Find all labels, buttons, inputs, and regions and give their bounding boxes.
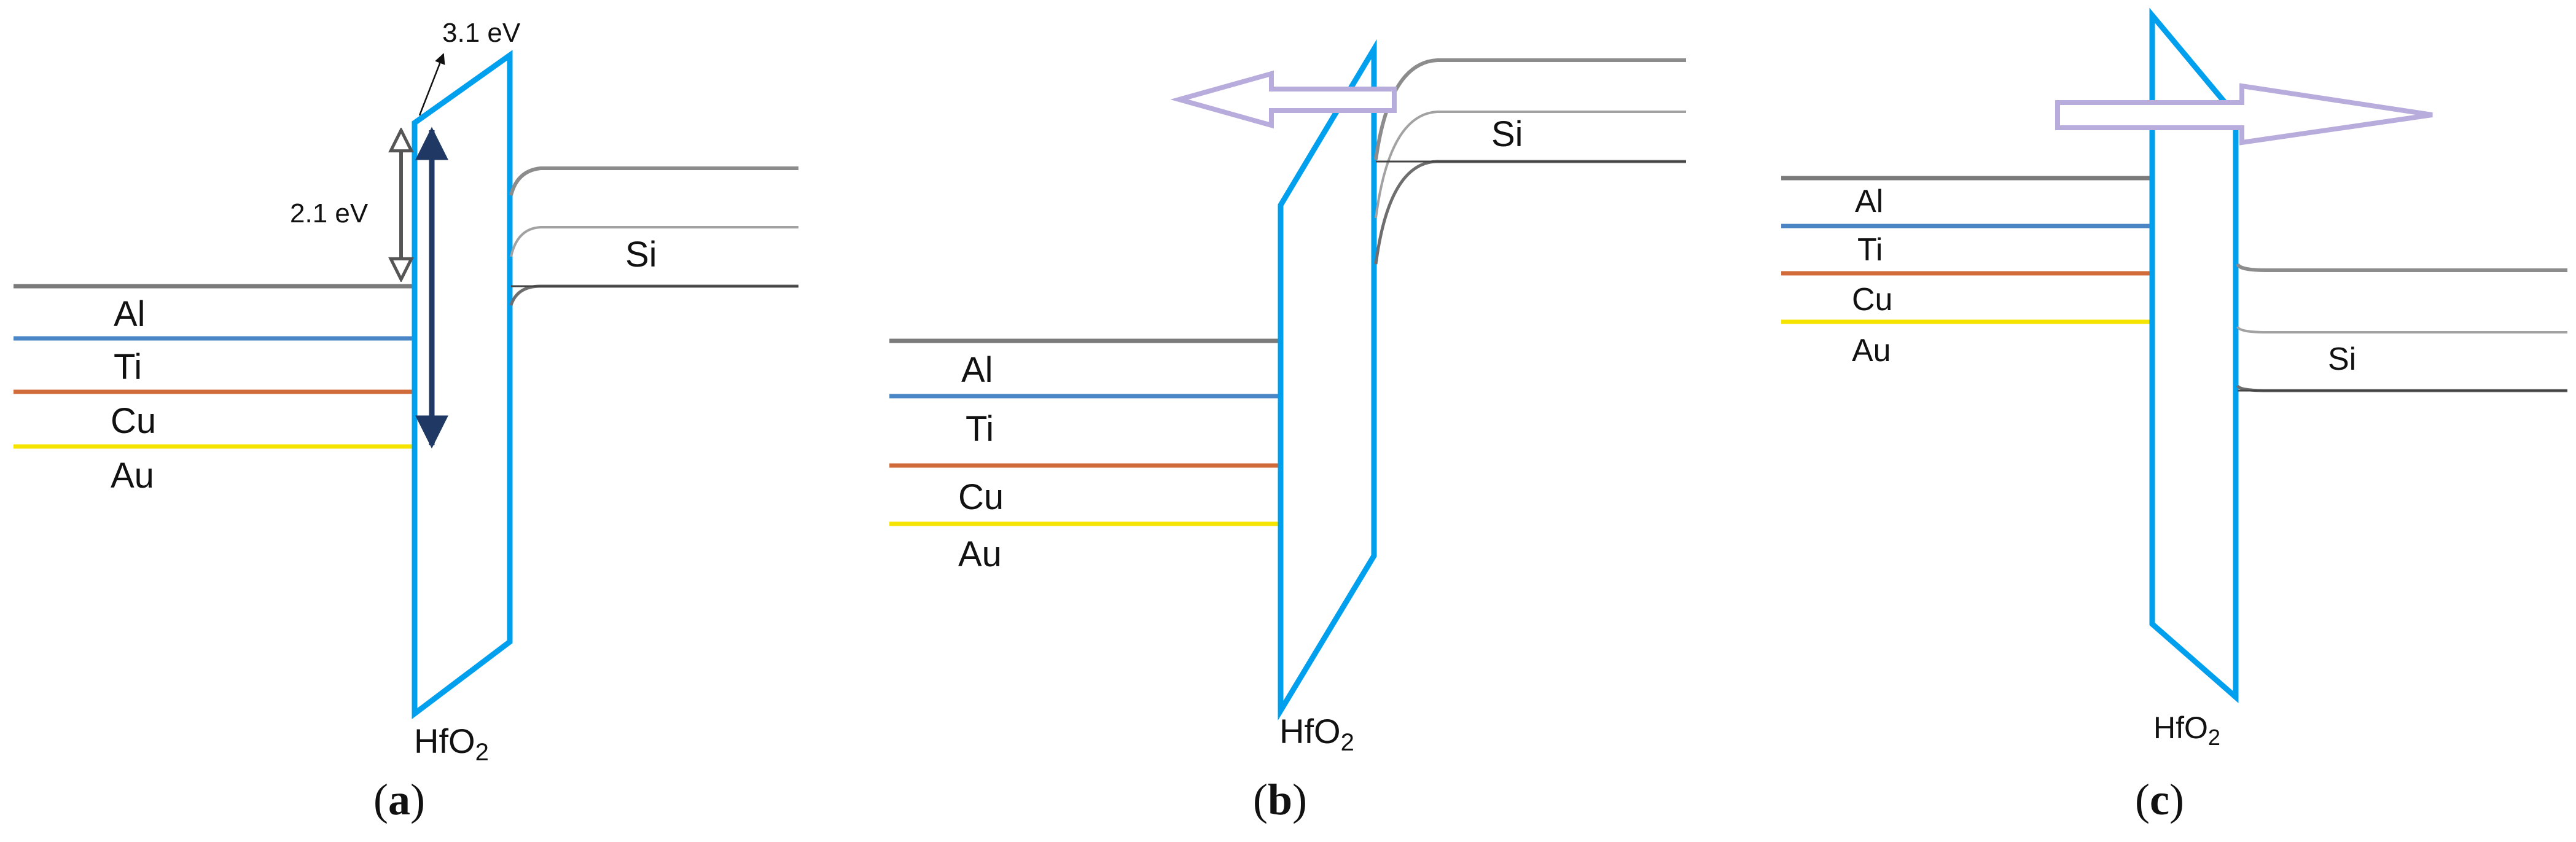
electron-flow-arrow-right xyxy=(2055,83,2433,146)
metal-label-au: Au xyxy=(1852,333,1891,368)
caption-letter: b xyxy=(1268,775,1292,824)
panel-caption-b: (b) xyxy=(1253,775,1307,824)
caption-close-paren: ) xyxy=(2169,775,2184,824)
caption-close-paren: ) xyxy=(1292,775,1307,824)
metal-label-al: Al xyxy=(1855,184,1883,219)
oxide-barrier xyxy=(412,50,513,720)
metal-label-ti: Ti xyxy=(1857,232,1883,268)
barrier-pointer-arrow xyxy=(418,53,445,116)
caption-open-paren: ( xyxy=(1253,775,1268,824)
si-band-top xyxy=(509,166,798,196)
band-offset-label: 2.1 eV xyxy=(290,198,369,228)
metal-label-ti: Ti xyxy=(114,347,142,387)
oxide-label: HfO2 xyxy=(414,722,489,766)
metal-label-au: Au xyxy=(111,456,154,496)
caption-close-paren: ) xyxy=(410,775,425,824)
oxide-label-main: HfO xyxy=(2153,711,2208,745)
metal-label-cu: Cu xyxy=(958,477,1004,517)
si-band-middle xyxy=(1375,111,1686,219)
si-band-bottom xyxy=(1374,160,1686,265)
si-label: Si xyxy=(625,235,657,275)
si-band-top xyxy=(1374,58,1686,160)
si-label: Si xyxy=(1491,114,1523,154)
oxide-label-main: HfO xyxy=(1279,712,1341,750)
metal-label-al: Al xyxy=(961,350,993,390)
panel-b: Al Ti Cu Au Si HfO2 (b) xyxy=(889,39,1686,824)
oxide-label-subscript: 2 xyxy=(475,739,489,766)
metal-label-ti: Ti xyxy=(966,409,994,449)
si-label: Si xyxy=(2328,341,2356,377)
si-band-middle xyxy=(510,226,798,257)
metal-label-cu: Cu xyxy=(1852,282,1892,318)
caption-letter: c xyxy=(2150,775,2169,824)
panel-caption-c: (c) xyxy=(2135,775,2184,824)
oxide-label: HfO2 xyxy=(2153,711,2220,750)
si-band-middle xyxy=(2236,325,2567,333)
barrier-top-label: 3.1 eV xyxy=(442,18,521,48)
metal-label-cu: Cu xyxy=(111,401,156,441)
si-band-top xyxy=(2236,263,2567,272)
caption-letter: a xyxy=(388,775,410,824)
metal-label-al: Al xyxy=(114,294,146,334)
oxide-barrier xyxy=(2149,7,2239,703)
electron-flow-arrow-left xyxy=(1170,70,1397,129)
oxide-label: HfO2 xyxy=(1279,712,1354,756)
oxide-label-subscript: 2 xyxy=(1341,729,1354,756)
panel-a: Al Ti Cu Au Si 3.1 eV 2.1 eV HfO2 (a) xyxy=(14,18,798,824)
panel-caption-a: (a) xyxy=(373,775,425,824)
caption-open-paren: ( xyxy=(2135,775,2150,824)
metal-label-au: Au xyxy=(958,534,1002,574)
oxide-barrier xyxy=(1278,39,1377,721)
panel-c: Al Ti Cu Au Si HfO2 (c) xyxy=(1781,7,2567,824)
si-band-bottom xyxy=(509,284,798,306)
caption-open-paren: ( xyxy=(373,775,388,824)
oxide-label-subscript: 2 xyxy=(2208,725,2220,750)
oxide-label-main: HfO xyxy=(414,722,475,760)
